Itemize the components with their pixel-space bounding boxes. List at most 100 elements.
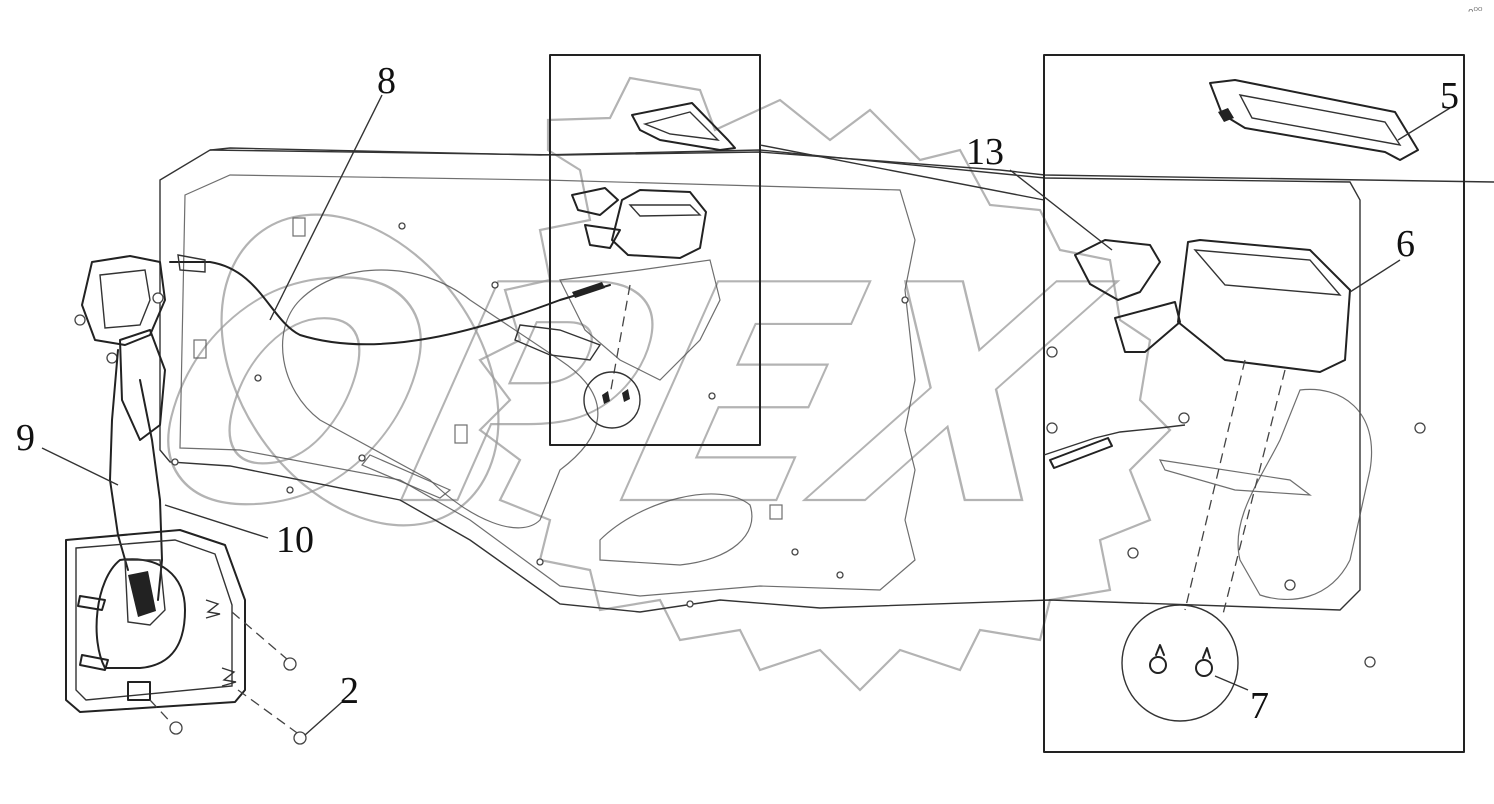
watermark-gear <box>478 76 1172 692</box>
watermark-logo: OPEX <box>121 76 1172 692</box>
outer-handle-escutcheon-inner <box>75 539 233 701</box>
leader-13 <box>1009 169 1113 251</box>
outer-handle-lock-cylinder <box>127 681 151 701</box>
rod-9 <box>109 349 129 571</box>
window-opening <box>281 269 599 529</box>
right-hole-4 <box>1414 422 1426 434</box>
mount-hole-8 <box>171 458 179 466</box>
right-hole-3 <box>1178 412 1190 424</box>
mount-square <box>769 504 783 520</box>
right-hole-2 <box>1046 422 1058 434</box>
clip-hole-3 <box>454 424 468 444</box>
leader-5 <box>1397 107 1451 141</box>
latch-lever <box>119 329 166 441</box>
right-hole-5 <box>1127 547 1139 559</box>
mount-hole-12 <box>901 296 909 304</box>
center-screw-1 <box>602 391 610 404</box>
center-handle-lever <box>571 187 619 216</box>
watermark-ellipse <box>220 213 500 527</box>
right-cable-sleeve <box>1049 437 1113 469</box>
speaker-opening <box>599 493 753 566</box>
outer-handle-link <box>128 571 156 617</box>
right-bezel-tab <box>1218 108 1234 122</box>
right-hole-7 <box>1364 656 1376 668</box>
latch-body-detail <box>99 269 151 329</box>
callout-13: 13 <box>966 131 1004 173</box>
detail-box-center <box>514 54 761 446</box>
outer-handle-mechanism <box>124 559 166 626</box>
latch-assembly <box>74 254 611 601</box>
callout-2: 2 <box>340 670 359 712</box>
center-sub-trim <box>514 324 602 361</box>
mount-hole-3 <box>358 454 366 462</box>
right-screw-1 <box>1149 644 1167 674</box>
clip-hole-2 <box>193 339 207 359</box>
leader-10 <box>164 504 269 539</box>
right-handle-bracket <box>1114 301 1181 353</box>
right-handle-cup <box>1193 249 1342 296</box>
right-screw-2 <box>1195 647 1213 677</box>
nut-2 <box>293 731 307 745</box>
outer-handle-assembly <box>65 529 307 745</box>
callout-7: 7 <box>1250 685 1269 727</box>
latch-bolt-3 <box>106 352 118 364</box>
latch-bolt-2 <box>152 292 164 304</box>
right-hole-6 <box>1284 579 1296 591</box>
leader-8 <box>269 94 383 321</box>
detail-box-right <box>1043 54 1465 753</box>
right-lower-trim <box>1158 459 1312 496</box>
center-handle-cup <box>628 204 702 217</box>
center-screw-2 <box>622 389 630 402</box>
leader-9 <box>41 447 119 486</box>
latch-bolt-1 <box>74 314 86 326</box>
mount-hole-10 <box>686 600 694 608</box>
mount-hole-4 <box>286 486 294 494</box>
outer-handle-recess <box>95 558 186 669</box>
slot-opening <box>361 454 452 499</box>
connector-line-1 <box>759 144 1045 201</box>
cable-end-fitting <box>572 282 605 298</box>
outer-handle-escutcheon <box>65 529 246 713</box>
corner-mark: ᴖᴼᴼ <box>1468 7 1483 17</box>
mount-hole-2 <box>491 281 499 289</box>
center-bezel <box>631 102 736 151</box>
leader-7 <box>1214 675 1249 691</box>
mount-hole-5 <box>536 558 544 566</box>
outer-handle-star-1 <box>205 599 221 619</box>
callout-labels: 8 13 5 6 9 10 2 7 <box>16 60 1459 727</box>
mount-hole-7 <box>708 392 716 400</box>
center-handle-bracket <box>584 224 621 249</box>
door-panel-outline <box>159 147 1361 613</box>
right-panel-pocket <box>1237 388 1373 601</box>
mount-hole-6 <box>791 548 799 556</box>
right-screw-leader-2 <box>1221 369 1286 619</box>
cable-bracket <box>177 254 206 273</box>
right-hole-1 <box>1046 346 1058 358</box>
center-screw-detail-circle <box>583 371 641 429</box>
nut-leader-2 <box>237 689 301 736</box>
mount-hole-11 <box>836 571 844 579</box>
nut-leader-1 <box>231 611 289 661</box>
outer-handle-clip-2 <box>79 654 109 671</box>
right-frame <box>1043 54 1465 753</box>
callout-5: 5 <box>1440 75 1459 117</box>
cable-8 <box>169 261 611 346</box>
right-handle-housing <box>1177 239 1351 373</box>
right-screw-detail-circle <box>1121 604 1239 722</box>
leader-lines <box>41 94 1451 736</box>
center-screw-leader <box>609 284 631 396</box>
right-handle-lever <box>1074 239 1161 301</box>
connector-lines <box>759 144 1045 201</box>
callout-8: 8 <box>377 60 396 102</box>
center-frame <box>549 54 761 446</box>
door-inner-panel <box>159 147 1494 613</box>
right-bezel-inner <box>1238 94 1402 146</box>
leader-6 <box>1349 259 1401 293</box>
outer-handle-star-2 <box>221 667 237 687</box>
right-screw-leader-1 <box>1184 359 1246 611</box>
callout-10: 10 <box>276 519 314 561</box>
right-cable-end <box>1043 424 1186 456</box>
callout-9: 9 <box>16 417 35 459</box>
door-top-line <box>209 149 1494 183</box>
